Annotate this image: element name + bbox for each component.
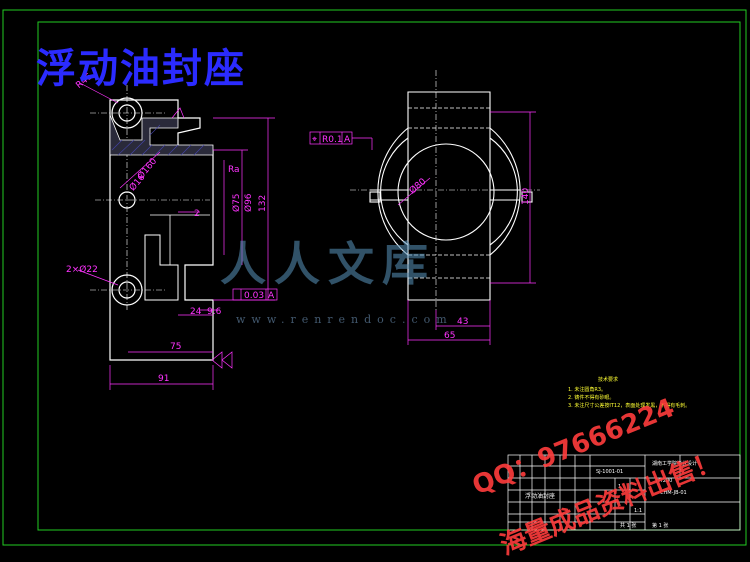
title-block-scale: 1:1 [634,508,642,514]
dim-91: 91 [158,374,169,384]
title-block-material: HT200 [656,478,672,484]
dim-140: 140 [521,188,531,205]
dim-65: 65 [444,331,455,341]
notes-heading: 技术要求 [598,376,618,383]
tolerance-left-ref: A [268,291,275,301]
title-block-text: 湖南工学院毕业设计 SJ-1001-01 CHM-JB-01 HT200 1:1… [525,460,697,529]
title-block-part-name: 浮动油封座 [525,492,555,500]
cad-drawing: R46 Ø160 Ø16 2×Ø22 2 24 9.6 75 91 Ø75 Ø9… [2,9,747,546]
watermark-site: 人人文库 [220,237,436,291]
outer-border [2,9,747,546]
dim-d80: Ø80 [407,176,428,197]
right-view [350,70,540,310]
dim-d96: Ø96 [243,193,254,212]
title-block-school: 湖南工学院毕业设计 [652,460,697,467]
notes-line-1: 1. 未注圆角R3。 [568,386,606,393]
notes-line-2: 2. 铸件不得有砂眼。 [568,394,614,401]
dim-9-6: 9.6 [207,307,222,317]
title-block-drawing-no: CHM-JB-01 [660,490,687,496]
dim-132: 132 [258,195,268,212]
left-dimension-lines [77,82,278,390]
dim-43: 43 [457,317,468,327]
dim-d75: Ø75 [231,193,242,212]
notes-line-3: 3. 未注尺寸公差按IT12，表面处理发黑，不得有毛刺。 [568,402,690,409]
inner-border [37,21,741,531]
technical-notes: 技术要求 1. 未注圆角R3。 2. 铸件不得有砂眼。 3. 未注尺寸公差按IT… [568,376,690,409]
dim-ra: Ra [228,165,240,175]
right-dimension-lines [309,111,536,345]
tolerance-right-ref: A [344,135,351,145]
left-dimension-texts: R46 Ø160 Ø16 2×Ø22 2 24 9.6 75 91 Ø75 Ø9… [66,72,275,384]
title-block-qty: 1 [618,484,621,490]
left-view [90,85,214,361]
dim-2xd22: 2×Ø22 [66,264,98,275]
drawing-title: 浮动油封座 [36,46,246,92]
dim-75: 75 [170,342,181,352]
title-block-part-code: SJ-1001-01 [596,469,623,475]
title-block-sheet-of: 共 1 张 [620,522,636,529]
tolerance-right-value: R0.1 [322,135,343,145]
left-hatch [111,124,205,156]
tolerance-left-value: 0.03 [244,291,264,301]
watermark-url: www.renrendoc.com [236,313,453,326]
title-block [507,454,741,531]
dim-24: 24 [190,307,202,317]
title-block-sheet-no: 第 1 张 [652,522,668,529]
tolerance-symbol: ⌖ [312,135,317,145]
dim-2: 2 [194,209,200,219]
